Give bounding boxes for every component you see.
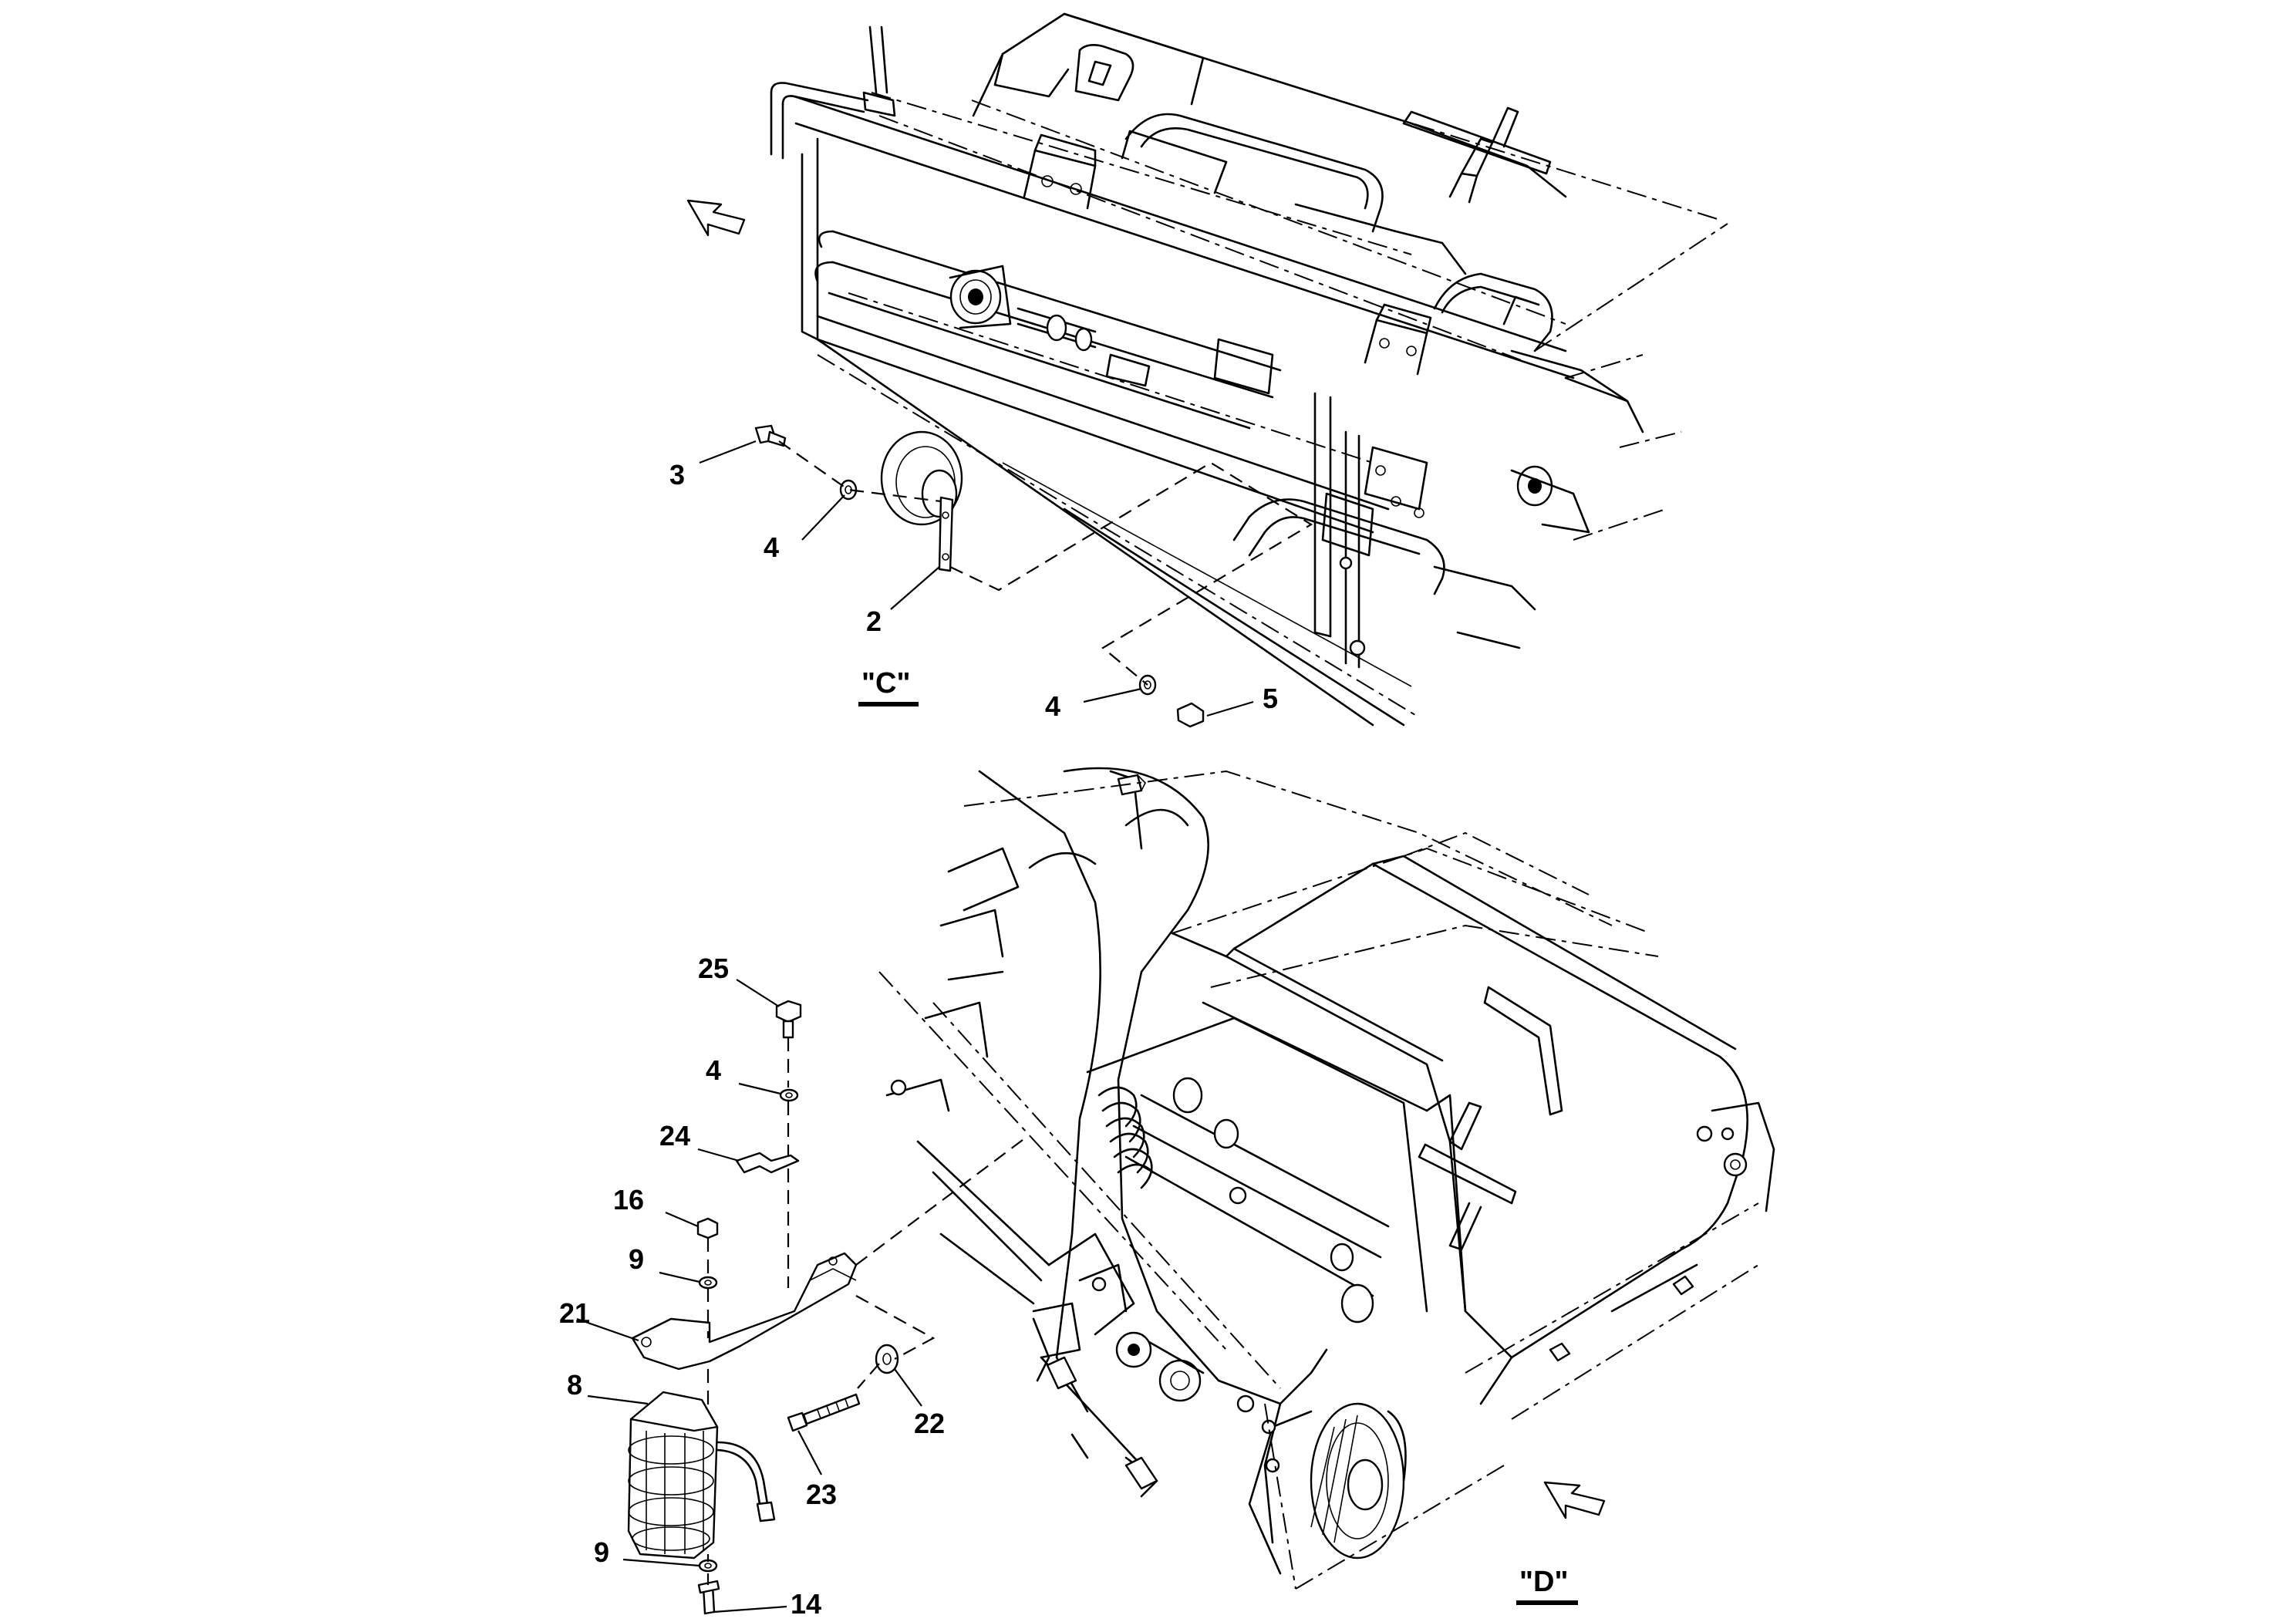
lamp-bracket [631, 1252, 858, 1371]
callout-2: 2 [866, 605, 882, 637]
horn-assembly [880, 430, 963, 572]
callout-8: 8 [567, 1369, 582, 1401]
callout-24: 24 [659, 1120, 690, 1152]
work-lamp [627, 1391, 776, 1560]
callout-9: 9 [629, 1243, 644, 1275]
view-d-leaders [576, 979, 1027, 1614]
view-label-c: "C" [861, 667, 910, 700]
view-c-frame-drawing [770, 12, 1728, 727]
callout-16: 16 [613, 1184, 644, 1216]
view-c-leaders [699, 440, 1313, 717]
direction-arrow-d [1543, 1481, 1606, 1519]
view-label-d-underline [1516, 1600, 1578, 1605]
callout-25: 25 [698, 953, 729, 984]
callout-4: 4 [1045, 690, 1060, 722]
callout-4: 4 [706, 1054, 721, 1086]
callout-23: 23 [806, 1479, 837, 1510]
view-label-c-underline [858, 702, 919, 706]
direction-arrow-c [686, 199, 746, 237]
callout-14: 14 [791, 1588, 821, 1620]
view-c-hardware [754, 424, 1205, 728]
callout-3: 3 [669, 459, 685, 491]
callout-21: 21 [559, 1297, 590, 1329]
coil-spring [1097, 1086, 1155, 1189]
callout-5: 5 [1263, 683, 1278, 714]
callout-9: 9 [594, 1536, 609, 1568]
callout-4: 4 [764, 531, 779, 563]
callout-22: 22 [914, 1408, 945, 1439]
view-d-frame-drawing [878, 767, 1775, 1590]
view-label-d: "D" [1519, 1566, 1568, 1598]
plate-24 [735, 1152, 800, 1174]
